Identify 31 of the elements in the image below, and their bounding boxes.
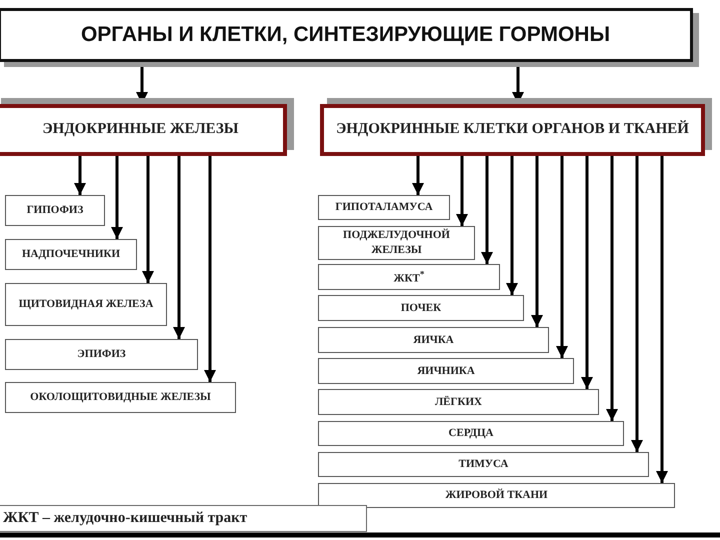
arrow (656, 156, 668, 483)
organ-box: ПОЧЕК (318, 295, 524, 321)
organ-box: ЭПИФИЗ (5, 339, 198, 370)
arrow (481, 156, 493, 264)
arrow (204, 156, 216, 382)
organ-box: ЩИТОВИДНАЯ ЖЕЛЕЗА (5, 283, 167, 326)
arrow (111, 156, 123, 239)
organ-box: ОКОЛОЩИТОВИДНЫЕ ЖЕЛЕЗЫ (5, 382, 236, 413)
arrow (631, 156, 643, 452)
arrow (606, 156, 618, 421)
arrow (142, 156, 154, 283)
organ-box: СЕРДЦА (318, 421, 624, 446)
arrow (531, 156, 543, 327)
organ-box: ТИМУСА (318, 452, 649, 477)
arrow (74, 156, 86, 195)
organ-box: ЯИЧНИКА (318, 358, 574, 384)
organ-box: ЖИРОВОЙ ТКАНИ (318, 483, 675, 508)
arrow (506, 156, 518, 295)
organ-box: ЯИЧКА (318, 327, 549, 353)
organ-box: ГИПОТАЛАМУСА (318, 195, 450, 220)
arrow (173, 156, 185, 339)
organ-box: НАДПОЧЕЧНИКИ (5, 239, 137, 270)
organ-box: ПОДЖЕЛУДОЧНОЙ ЖЕЛЕЗЫ (318, 226, 475, 260)
arrow (456, 156, 468, 226)
organ-box: ЛЁГКИХ (318, 389, 599, 415)
arrow (581, 156, 593, 389)
arrow (412, 156, 424, 195)
arrow (556, 156, 568, 358)
organ-box: ЖКТ$^{*}$ (318, 264, 500, 290)
organ-box: ГИПОФИЗ (5, 195, 105, 226)
footnote-box: ЖКТ – желудочно-кишечный тракт (0, 505, 367, 532)
